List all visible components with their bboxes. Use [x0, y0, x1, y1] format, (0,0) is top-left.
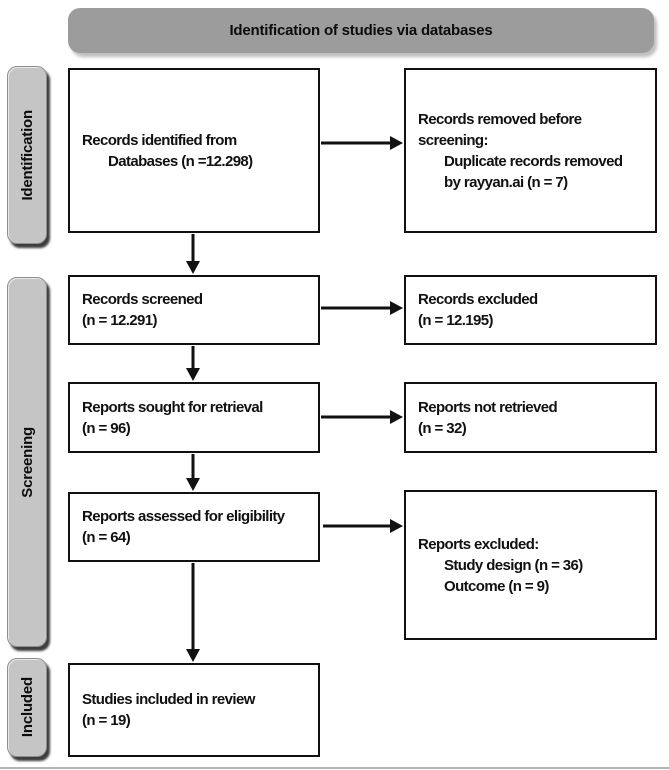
box-records-excluded: Records excluded (n = 12.195)	[404, 275, 657, 345]
box-line: (n = 32)	[418, 419, 467, 437]
box-records-removed: Records removed before screening: Duplic…	[404, 68, 657, 233]
box-records-screened: Records screened (n = 12.291)	[68, 275, 320, 345]
box-studies-included: Studies included in review (n = 19)	[68, 663, 320, 757]
box-reports-assessed: Reports assessed for eligibility (n = 64…	[68, 492, 320, 562]
box-reports-not-retrieved: Reports not retrieved (n = 32)	[404, 382, 657, 453]
box-line: (n = 96)	[82, 419, 131, 437]
box-line: by rayyan.ai (n = 7)	[444, 173, 568, 191]
box-line: Study design (n = 36)	[444, 556, 583, 574]
box-line: Records identified from	[82, 131, 237, 149]
arrow-sought-to-assessed-icon	[186, 454, 200, 491]
box-line: Outcome (n = 9)	[444, 577, 549, 595]
stage-identification-text: Identification	[18, 109, 36, 201]
arrow-assessed-to-reports-excluded-icon	[323, 519, 403, 533]
box-line: Duplicate records removed	[444, 152, 623, 170]
stage-label-screening: Screening	[7, 277, 47, 647]
arrow-sought-to-not-retrieved-icon	[321, 410, 403, 424]
box-line: (n = 12.195)	[418, 312, 494, 329]
box-line: (n = 12.291)	[82, 312, 158, 329]
box-line: Databases (n =12.298)	[108, 152, 253, 170]
arrow-screened-to-excluded-icon	[321, 301, 403, 315]
banner-label: Identification of studies via databases	[229, 22, 493, 39]
box-line: Reports not retrieved	[418, 398, 558, 416]
box-records-identified: Records identified from Databases (n =12…	[68, 68, 320, 233]
box-line: Records screened	[82, 291, 203, 308]
box-reports-sought: Reports sought for retrieval (n = 96)	[68, 382, 320, 453]
arrow-screened-to-sought-icon	[186, 346, 200, 381]
box-line: (n = 19)	[82, 712, 131, 729]
arrow-assessed-to-included-icon	[186, 563, 200, 662]
stage-label-included: Included	[7, 658, 47, 757]
box-line: Records excluded	[418, 291, 538, 308]
stage-label-identification: Identification	[7, 66, 47, 244]
box-line: Reports sought for retrieval	[82, 398, 263, 416]
bottom-divider	[0, 767, 669, 769]
arrow-identified-to-screened-icon	[186, 234, 200, 274]
box-line: Reports assessed for eligibility	[82, 508, 285, 525]
box-line: Records removed before	[418, 110, 582, 128]
box-line: (n = 64)	[82, 529, 131, 546]
stage-screening-text: Screening	[18, 426, 36, 498]
stage-included-text: Included	[18, 677, 36, 738]
box-line: Reports excluded:	[418, 535, 539, 553]
box-line: Studies included in review	[82, 691, 255, 708]
box-reports-excluded: Reports excluded: Study design (n = 36) …	[404, 490, 657, 640]
arrow-identified-to-removed-icon	[321, 136, 403, 150]
box-line: screening:	[418, 131, 488, 149]
banner: Identification of studies via databases	[68, 8, 654, 53]
